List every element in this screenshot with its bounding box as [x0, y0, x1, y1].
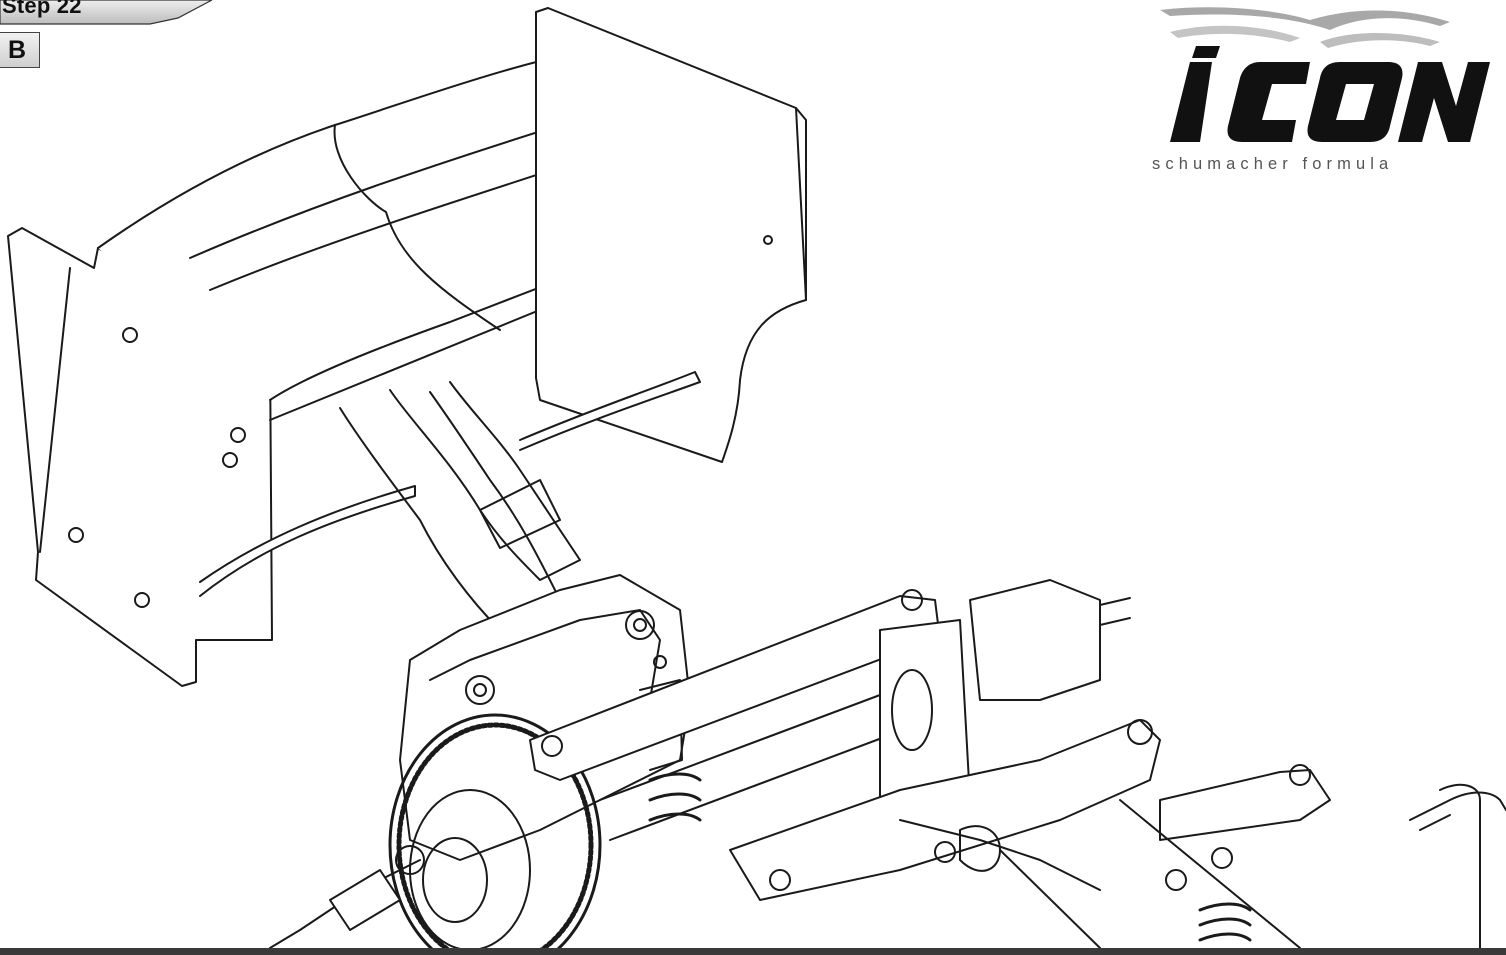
- suspension-arm-drawing: [729, 719, 1331, 948]
- sub-step-label: B: [8, 36, 27, 64]
- icon-wordmark: [1170, 46, 1490, 142]
- step-title: Step 22: [2, 0, 82, 18]
- spur-gear-drawing: [388, 713, 602, 948]
- rear-axle-drawing: [529, 579, 1131, 841]
- sub-step-box: B: [0, 32, 40, 68]
- car-swoosh-icon: [1160, 7, 1450, 48]
- logo-tagline: schumacher formula: [1152, 155, 1394, 173]
- body-clip-drawing: [1409, 783, 1506, 948]
- page-bottom-bar: [0, 948, 1506, 955]
- step-tab-shape: [0, 0, 213, 25]
- rear-wing-drawing: [7, 7, 807, 687]
- driveshaft-drawing: [269, 859, 421, 948]
- spring-drawing: [648, 772, 1252, 942]
- step-tab: Step 22: [0, 0, 215, 26]
- rear-bulkhead-drawing: [399, 574, 691, 861]
- icon-logo: [1160, 7, 1490, 142]
